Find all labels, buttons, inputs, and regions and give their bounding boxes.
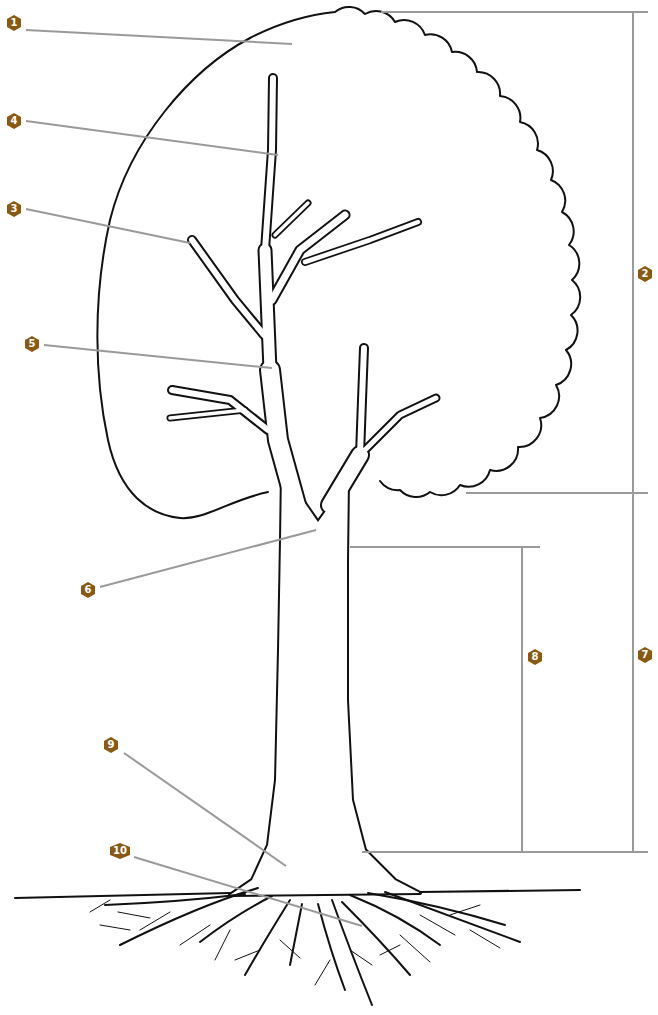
callout-number: 10 [110,843,130,859]
dimension-brackets [350,12,648,852]
callout-number: 2 [638,266,652,282]
callout-badge: 5 [25,336,39,352]
callout-number: 6 [81,582,95,598]
callout-badge: 10 [110,843,130,859]
callout-number: 4 [7,113,21,129]
callout-badge: 9 [104,737,118,753]
callout-badge: 8 [528,649,542,665]
callout-badge: 6 [81,582,95,598]
callout-number: 1 [7,15,21,31]
callout-number: 8 [528,649,542,665]
callout-number: 7 [638,647,652,663]
callout-number: 9 [104,737,118,753]
crown-outline [97,7,580,518]
callout-number: 5 [25,336,39,352]
callout-number: 3 [7,201,21,217]
callout-badge: 1 [7,15,21,31]
leader-lines [26,30,362,926]
callout-badge: 3 [7,201,21,217]
callout-badge: 4 [7,113,21,129]
trunk-and-branches [170,78,436,895]
callout-badge: 2 [638,266,652,282]
callout-badge: 7 [638,647,652,663]
